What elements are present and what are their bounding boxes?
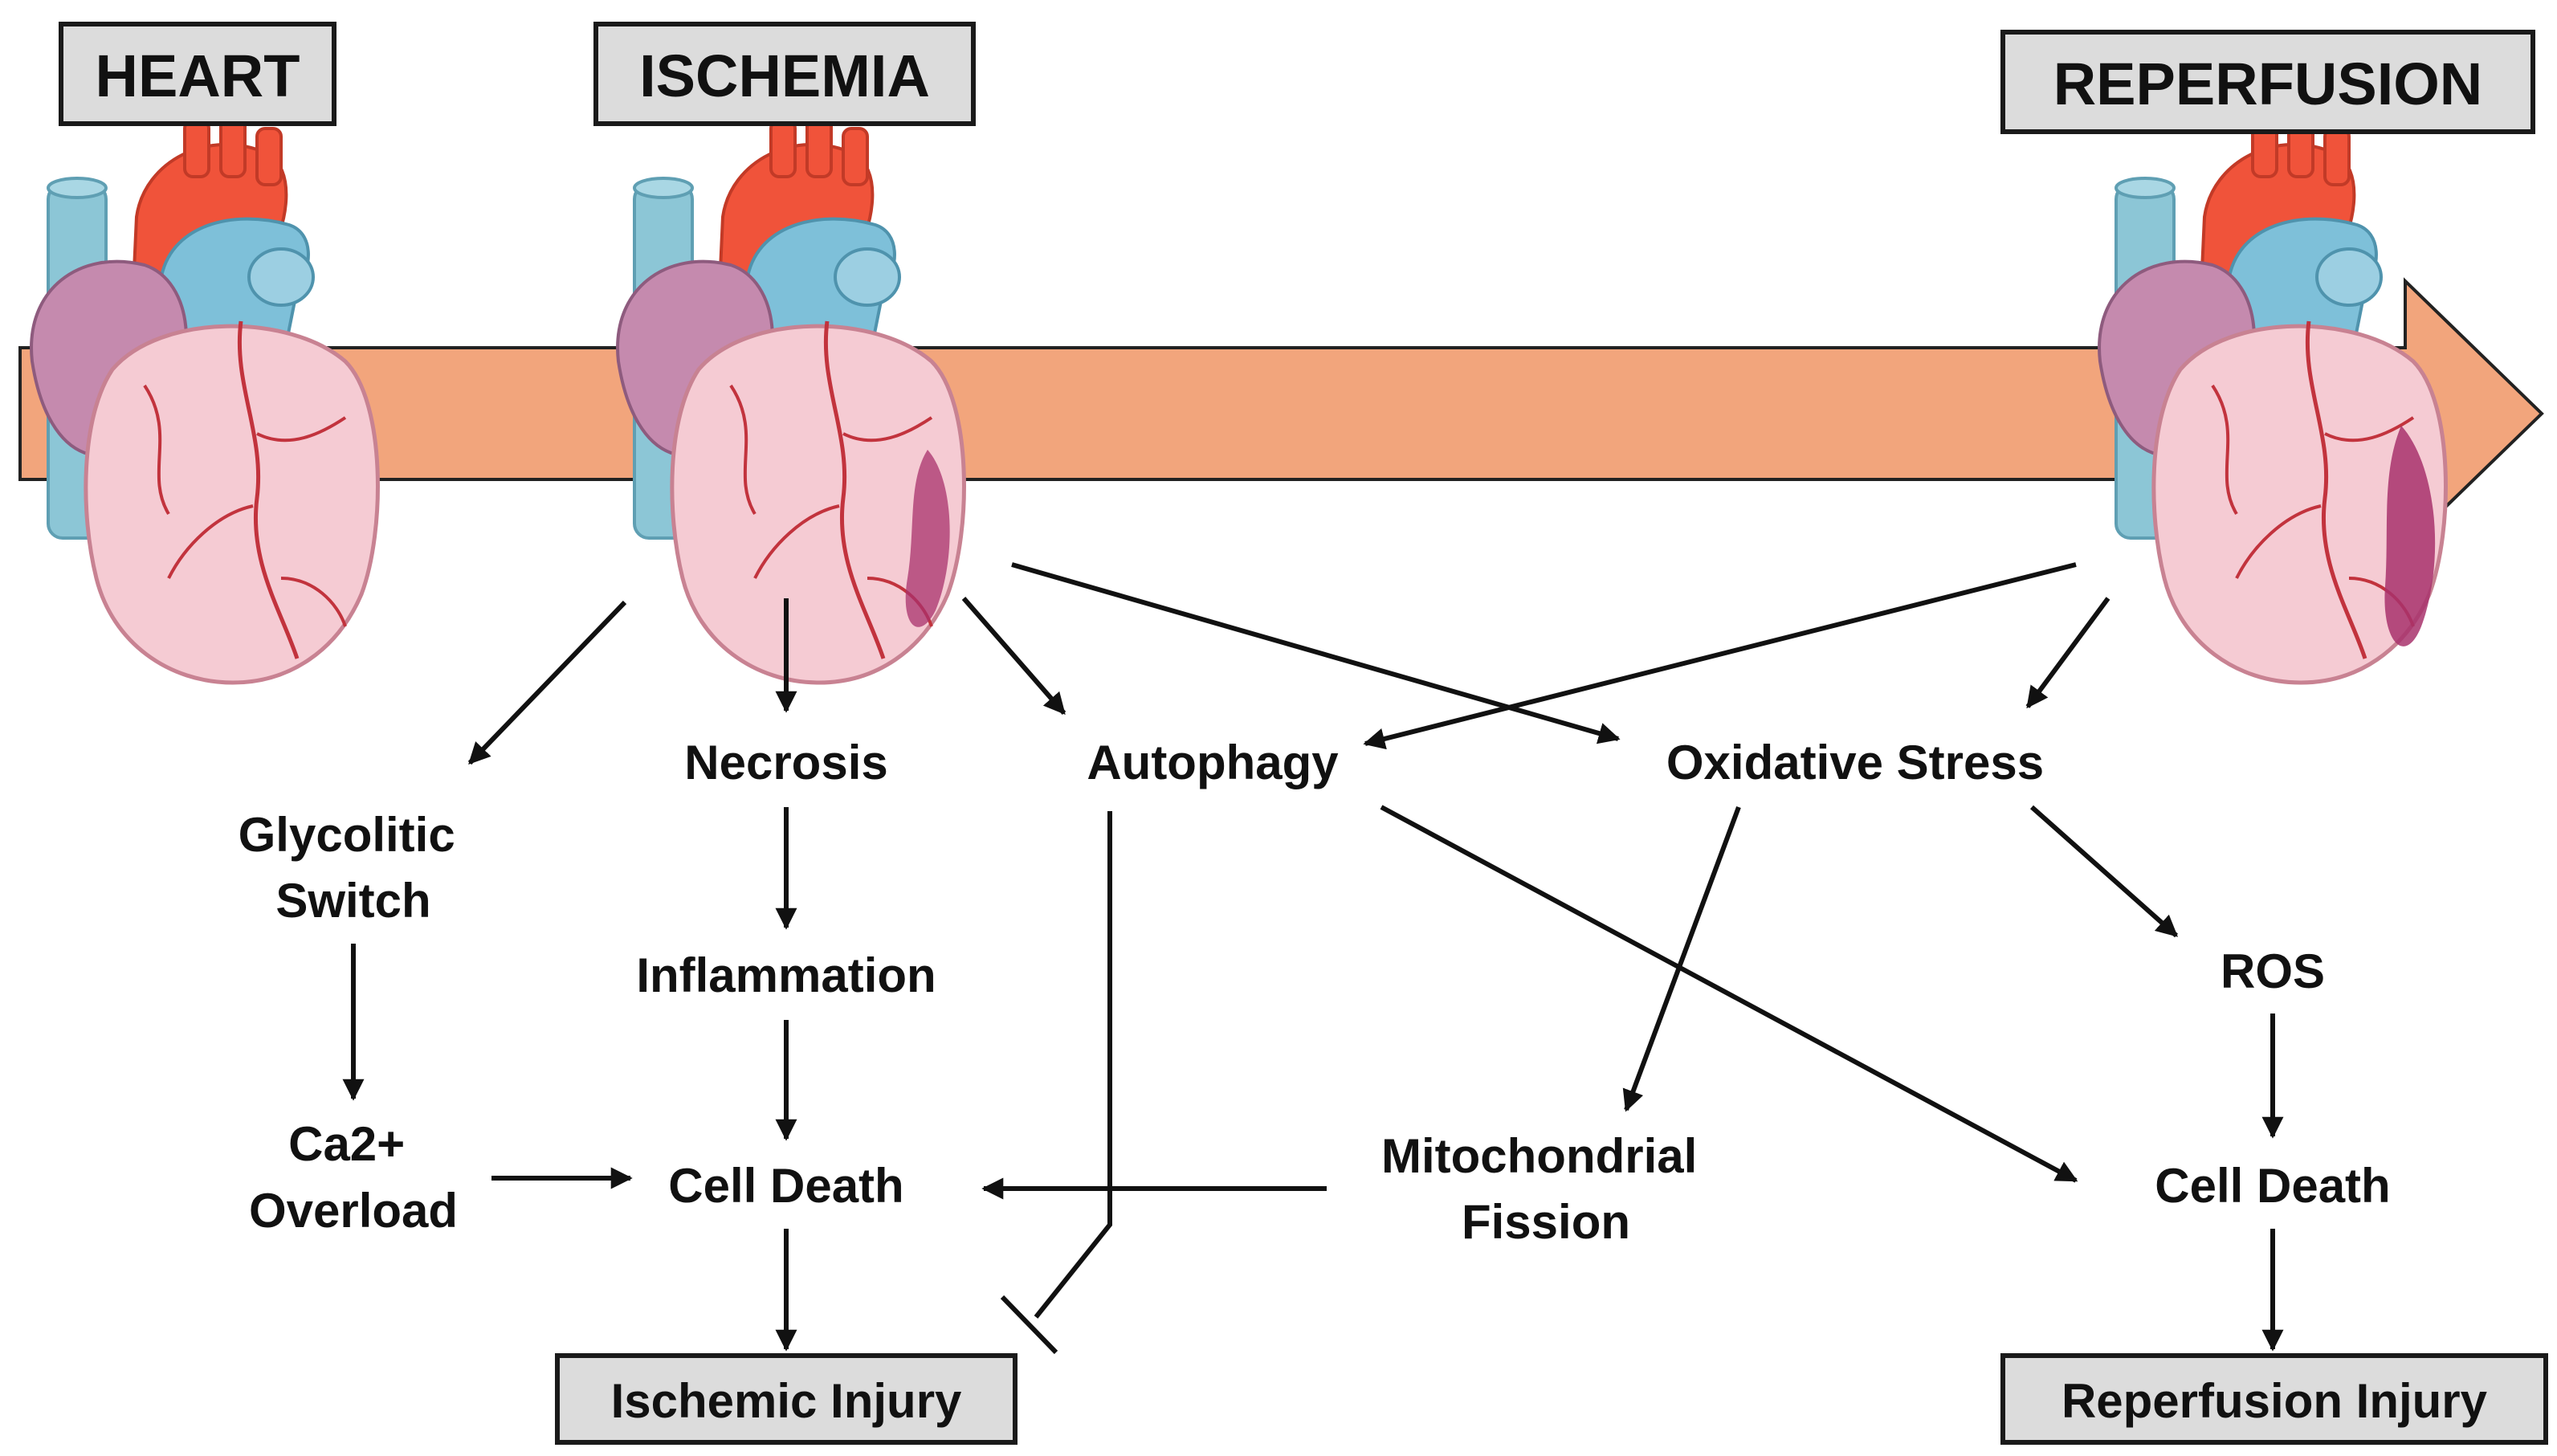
stage-box-reperfusion: REPERFUSION [2000, 30, 2535, 134]
node-cell-death-ischemic: Cell Death [668, 1159, 903, 1213]
node-mitochondrial-fission: Mitochondrial Fission [1381, 1129, 1711, 1249]
box-ischemic-injury: Ischemic Injury [555, 1353, 1017, 1445]
arrow-oxidative-ros [2030, 805, 2179, 938]
arrow-reperfusion-autophagy [1363, 562, 2077, 750]
heart-illustration-reperfused [2099, 112, 2445, 683]
stage-box-heart: HEART [59, 22, 336, 126]
label-ischemic-injury: Ischemic Injury [611, 1374, 962, 1428]
inhibit-autophagy-ischemic-injury [1034, 811, 1112, 1319]
node-glycolitic-switch: Glycolitic Switch [239, 808, 469, 928]
arrow-ischemia-oxidative [1011, 562, 1621, 744]
arrow-oxidative-mito [1622, 805, 1741, 1112]
arrow-ischemia-autophagy [961, 597, 1066, 716]
arrow-autophagy-celldeath-reperfusion [1380, 805, 2078, 1183]
node-necrosis: Necrosis [684, 736, 887, 789]
node-inflammation: Inflammation [636, 948, 936, 1002]
stage-box-ischemia: ISCHEMIA [593, 22, 976, 126]
arrow-ischemia-glycolitic [467, 600, 627, 765]
node-ros: ROS [2221, 944, 2325, 998]
box-reperfusion-injury: Reperfusion Injury [2000, 1353, 2548, 1445]
stage-label-heart: HEART [96, 43, 300, 109]
inhibit-bar [1000, 1295, 1058, 1355]
node-ca-overload: Ca2+ Overload [249, 1117, 458, 1238]
heart-illustration-healthy [31, 112, 377, 683]
node-autophagy: Autophagy [1087, 736, 1339, 789]
stage-label-ischemia: ISCHEMIA [639, 43, 930, 109]
arrow-reperfusion-oxidative [2025, 597, 2110, 709]
node-cell-death-reperfusion: Cell Death [2155, 1159, 2390, 1213]
connector-arrows [342, 562, 2284, 1355]
stage-label-reperfusion: REPERFUSION [2053, 51, 2483, 117]
timeline-arrow [18, 277, 2544, 550]
label-reperfusion-injury: Reperfusion Injury [2062, 1374, 2488, 1428]
node-oxidative-stress: Oxidative Stress [1666, 736, 2044, 789]
heart-illustration-ischemic [618, 112, 964, 683]
